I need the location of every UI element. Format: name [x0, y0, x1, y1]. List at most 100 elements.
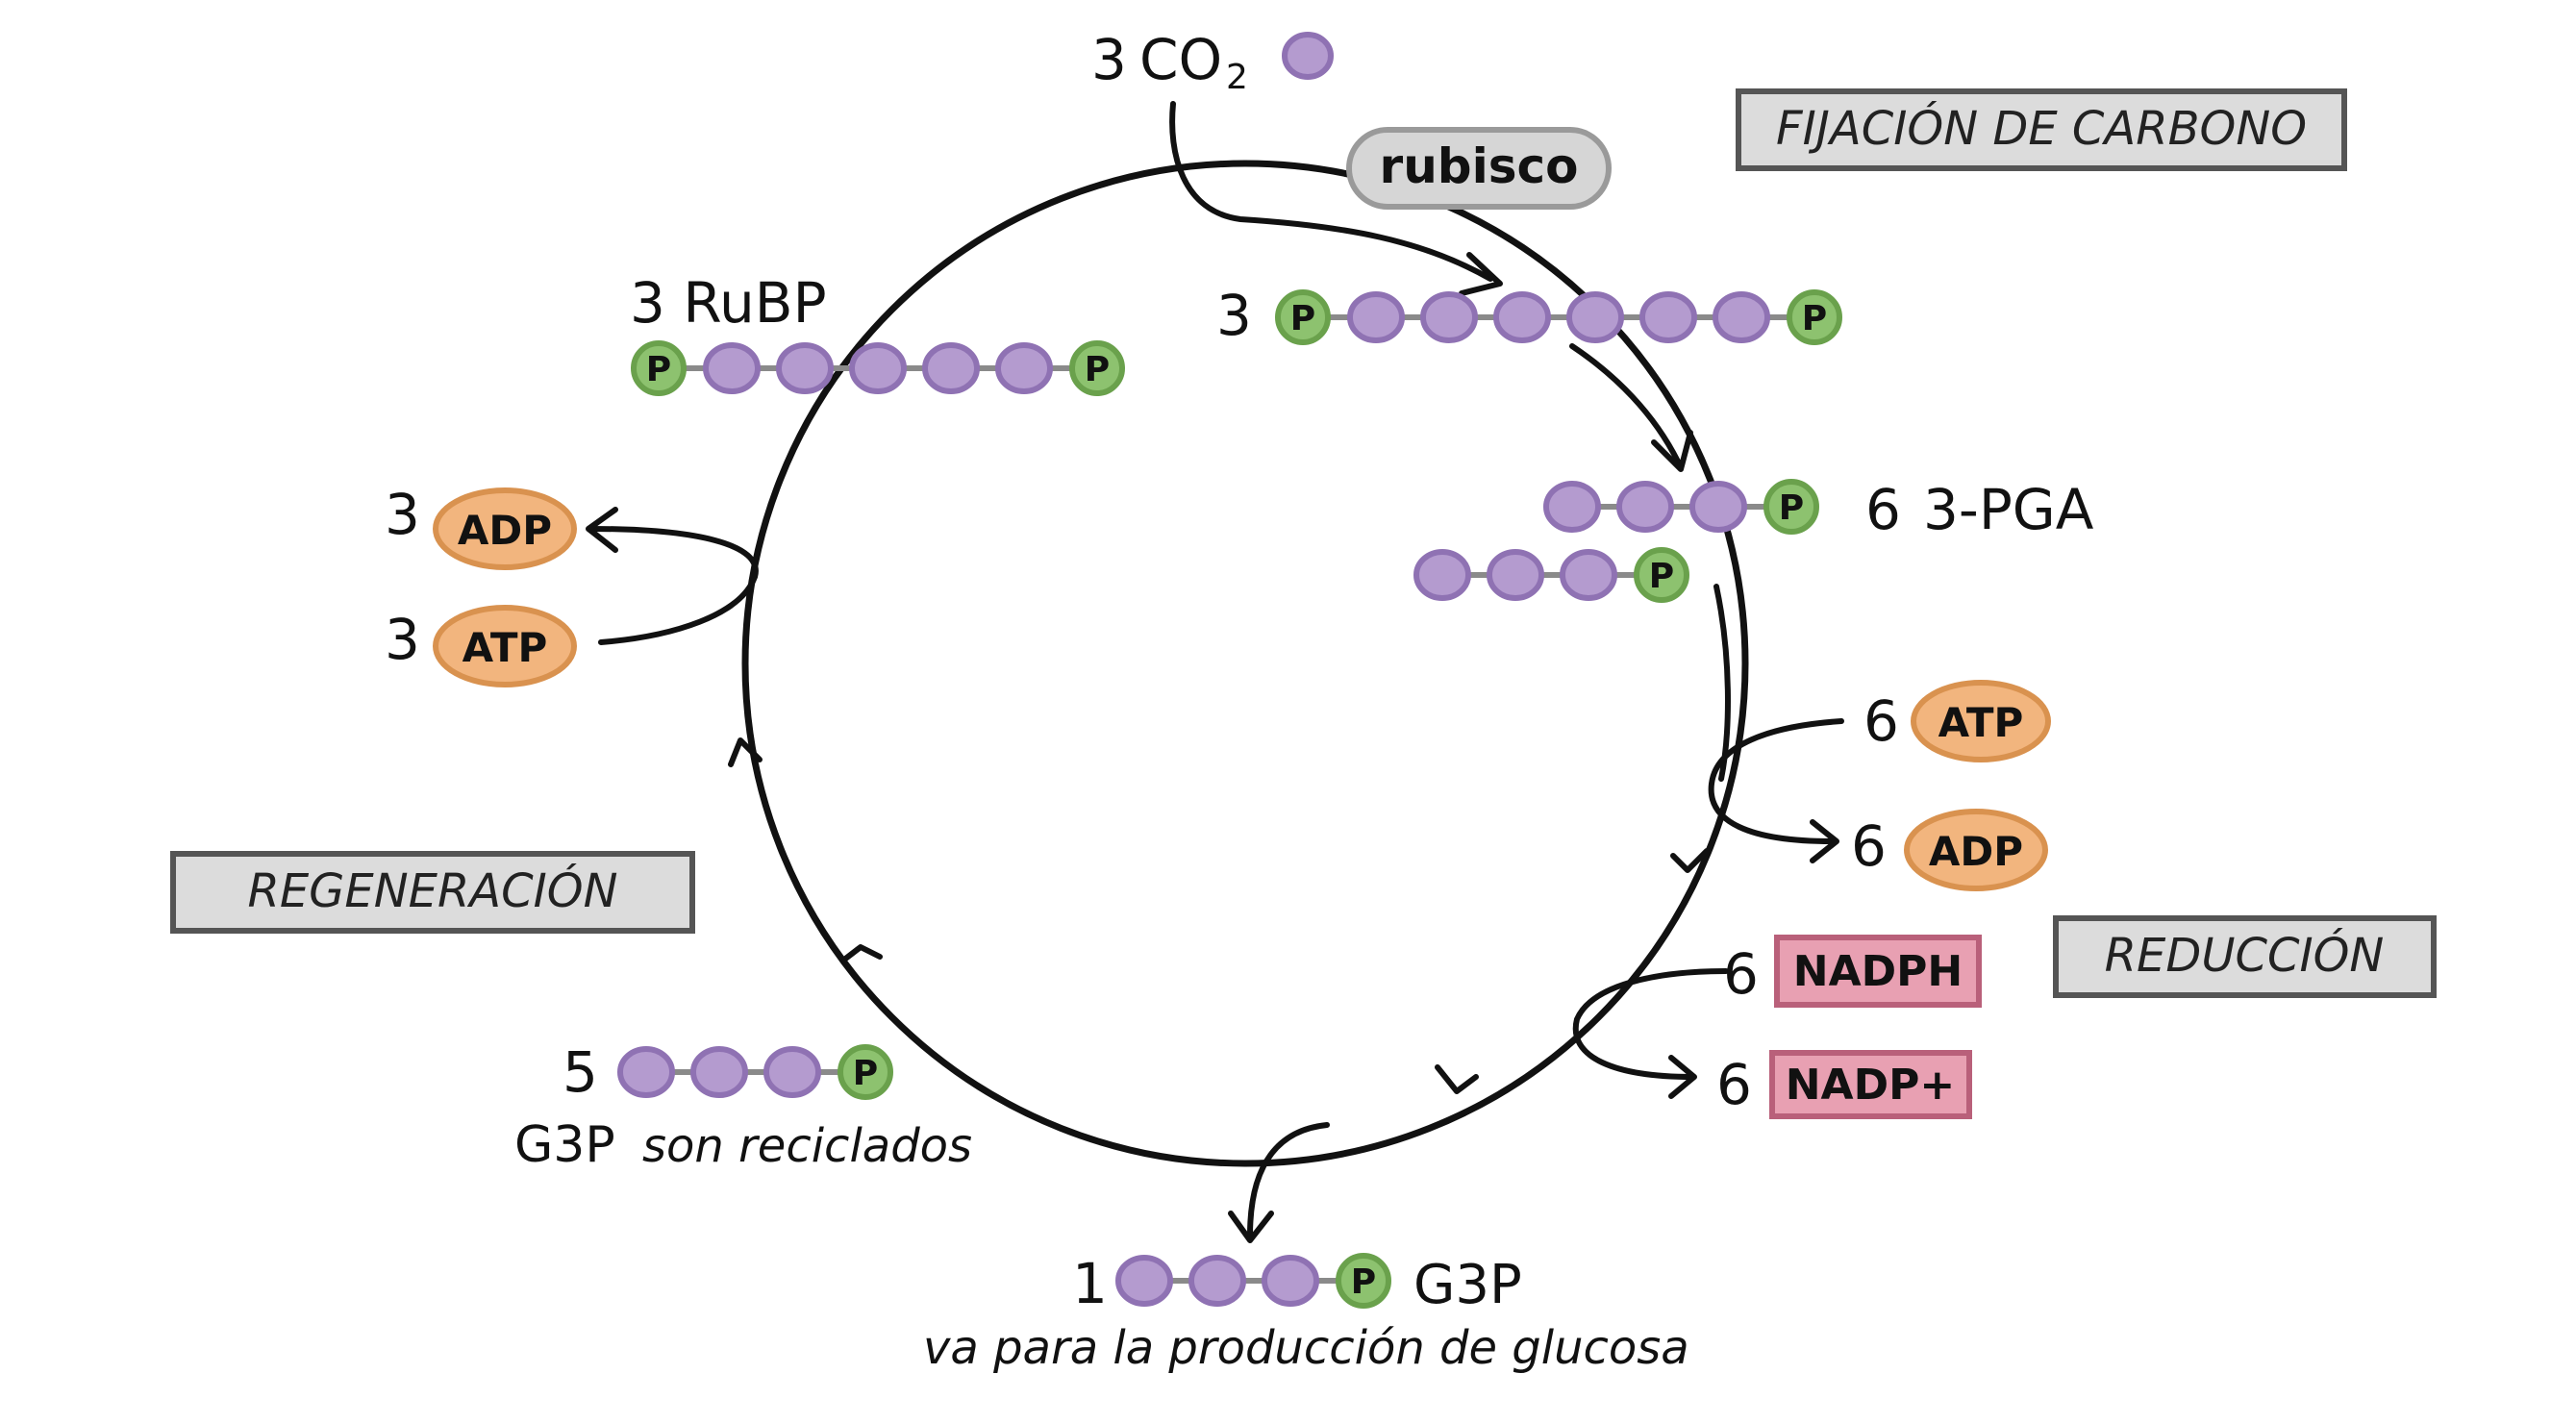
- cycle-arrowhead: [841, 944, 883, 962]
- carbon-atom: [1262, 1255, 1319, 1307]
- carbon-atom: [1616, 481, 1674, 533]
- stage-box-fixation: FIJACIÓN DE CARBONO: [1736, 88, 2347, 171]
- carbon-atom: [1420, 291, 1478, 343]
- adp-count-regeneration: 3: [385, 482, 420, 547]
- carbon-atom: [1188, 1255, 1246, 1307]
- nadph-arrow: [1572, 968, 1729, 1080]
- cycle-arrowhead: [728, 737, 763, 767]
- nadph-arrowhead: [1668, 1055, 1697, 1099]
- split-arrow: [1569, 343, 1681, 464]
- g3p-output-note: va para la producción de glucosa: [923, 1321, 1689, 1375]
- phosphate-group: [838, 1044, 893, 1100]
- atp-adp-reduction-arrowhead: [1810, 819, 1839, 863]
- split-arrowhead: [1651, 430, 1693, 472]
- phosphate-label: P: [1085, 350, 1110, 389]
- phosphate-label: P: [1290, 299, 1315, 338]
- nadp-count: 6: [1716, 1052, 1752, 1117]
- g3p-output-label: G3P: [1413, 1254, 1522, 1316]
- phosphate-group: [1336, 1253, 1391, 1309]
- carbon-atom: [1487, 549, 1544, 601]
- svg-text:FIJACIÓN DE CARBONO: FIJACIÓN DE CARBONO: [1776, 101, 2307, 156]
- stage-box-reduction: REDUCCIÓN: [2053, 915, 2437, 998]
- phosphate-label: P: [1802, 299, 1827, 338]
- carbon-atom: [922, 342, 980, 394]
- carbon-atom: [1413, 549, 1471, 601]
- svg-text:REGENERACIÓN: REGENERACIÓN: [248, 863, 618, 918]
- phosphate-label: P: [1649, 557, 1674, 596]
- svg-text:ADP: ADP: [458, 507, 552, 554]
- svg-text:CO: CO: [1139, 27, 1222, 92]
- phosphate-group: [1634, 547, 1689, 603]
- rubisco-enzyme: rubisco: [1346, 127, 1612, 210]
- carbon-atom: [1543, 481, 1601, 533]
- adp-molecule-reduction: ADP: [1904, 809, 2048, 891]
- carbon-atom: [1493, 291, 1551, 343]
- carbon-atom: [776, 342, 834, 394]
- carbon-atom: [849, 342, 907, 394]
- g3p-recycled-molecule: P: [617, 1044, 893, 1100]
- g3p-output-count: 1: [1072, 1251, 1108, 1316]
- svg-text:rubisco: rubisco: [1380, 138, 1579, 194]
- carbon-atom: [995, 342, 1053, 394]
- svg-text:ATP: ATP: [1938, 699, 2024, 746]
- phosphate-group: [1763, 479, 1819, 535]
- svg-text:3-PGA: 3-PGA: [1923, 477, 2094, 542]
- co2-label: 3 CO 2: [1091, 27, 1334, 97]
- g3p-recycled-note: son reciclados: [642, 1119, 972, 1173]
- carbon-atom: [1347, 291, 1405, 343]
- carbon-atom: [690, 1046, 748, 1098]
- atp-count-reduction: 6: [1863, 688, 1899, 754]
- cycle-arrowhead: [1435, 1064, 1479, 1094]
- nadp-molecule: NADP+: [1769, 1050, 1972, 1119]
- carbon-atom: [703, 342, 761, 394]
- pga-cycle-link: [1713, 584, 1731, 782]
- carbon-atom: [1639, 291, 1697, 343]
- phosphate-label: P: [1351, 1262, 1376, 1302]
- svg-text:6: 6: [1865, 477, 1901, 542]
- nadph-count: 6: [1723, 941, 1759, 1007]
- carbon-atom: [1560, 549, 1617, 601]
- atp-adp-reduction-arrow: [1708, 718, 1844, 844]
- co2-input-arrow: [1169, 101, 1493, 282]
- carbon-atom: [1713, 291, 1770, 343]
- svg-text:NADP+: NADP+: [1786, 1061, 1956, 1110]
- g3p-output-arrowhead: [1228, 1211, 1274, 1243]
- carbon-atom: [1566, 291, 1624, 343]
- carbon-atom: [1689, 481, 1747, 533]
- co2-carbon-atom: [1282, 32, 1334, 80]
- phosphate-group: [1275, 289, 1331, 345]
- rubp-label: 3 RuBP: [630, 270, 827, 336]
- svg-text:ADP: ADP: [1929, 828, 2023, 875]
- g3p-output-arrow: [1247, 1122, 1330, 1238]
- phosphate-label: P: [646, 350, 671, 389]
- pga-label: 6 3-PGA: [1865, 477, 2094, 542]
- adp-count-reduction: 6: [1851, 813, 1887, 879]
- svg-text:NADPH: NADPH: [1793, 947, 1963, 996]
- carbon-atom: [617, 1046, 675, 1098]
- stage-box-regeneration: REGENERACIÓN: [170, 851, 695, 934]
- pga-molecule-2: P: [1413, 547, 1689, 603]
- phosphate-group: [631, 340, 687, 396]
- g3p-output-molecule: P: [1115, 1253, 1391, 1309]
- g3p-recycled-count: 5: [563, 1039, 598, 1105]
- g3p-recycled-label: G3P: [514, 1116, 615, 1174]
- svg-text:ATP: ATP: [463, 624, 548, 671]
- phosphate-group: [1787, 289, 1842, 345]
- atp-molecule-reduction: ATP: [1911, 680, 2051, 762]
- svg-text:2: 2: [1226, 58, 1248, 97]
- co2-arrowhead: [1459, 252, 1503, 296]
- atp-adp-regeneration-arrow: [588, 526, 759, 645]
- svg-text:REDUCCIÓN: REDUCCIÓN: [2105, 928, 2385, 983]
- phosphate-label: P: [1779, 488, 1804, 528]
- intermediate-count: 3: [1216, 283, 1252, 348]
- svg-text:3: 3: [1091, 27, 1127, 92]
- carbon-atom: [1115, 1255, 1173, 1307]
- cycle-arrowhead: [1670, 848, 1710, 873]
- phosphate-group: [1069, 340, 1125, 396]
- cycle-circle: [741, 160, 1749, 1167]
- atp-adp-regeneration-arrowhead: [586, 507, 618, 553]
